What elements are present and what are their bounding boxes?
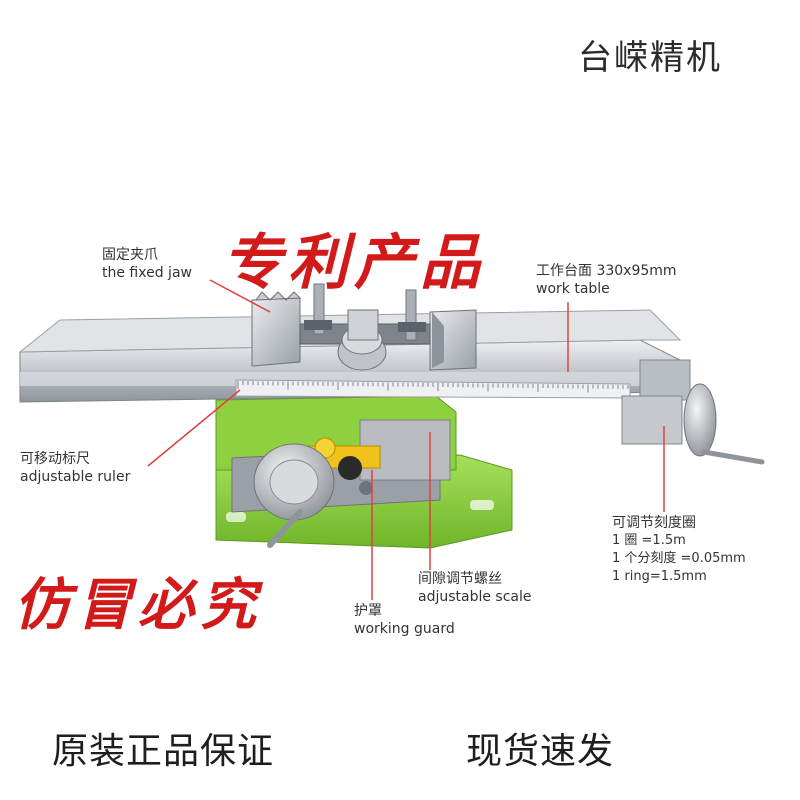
leader-ruler xyxy=(147,389,241,467)
label-guard-en: working guard xyxy=(354,621,455,637)
fixed-jaw xyxy=(251,291,302,367)
label-guard-zh: 护罩 xyxy=(354,603,382,619)
label-ruler-zh: 可移动标尺 xyxy=(20,451,90,467)
side-handwheel xyxy=(621,383,765,465)
label-adjustable-scale: 间隙调节螺丝 adjustable scale xyxy=(418,570,532,606)
label-dial-line3: 1 ring=1.5mm xyxy=(612,569,707,584)
slogan-genuine: 原装正品保证 xyxy=(52,731,275,772)
label-work-table-zh: 工作台面 330x95mm xyxy=(536,263,677,279)
movable-jaw xyxy=(429,309,477,371)
label-work-table-en: work table xyxy=(536,281,610,297)
leader-fixed-jaw xyxy=(209,279,271,313)
label-scale-zh: 间隙调节螺丝 xyxy=(418,571,502,587)
label-adjustable-ruler: 可移动标尺 adjustable ruler xyxy=(20,450,130,486)
label-working-guard: 护罩 working guard xyxy=(354,602,455,638)
label-dial-line2: 1 个分刻度 =0.05mm xyxy=(612,551,746,566)
slogan-fast-shipping: 现货速发 xyxy=(466,731,615,772)
brand-name: 台嵘精机 xyxy=(578,38,722,78)
front-handwheel xyxy=(253,443,373,548)
label-ruler-en: adjustable ruler xyxy=(20,469,131,485)
label-scale-en: adjustable scale xyxy=(418,589,532,605)
anti-fake-stamp: 仿冒必究 xyxy=(14,572,262,638)
label-fixed-jaw: 固定夹爪 the fixed jaw xyxy=(102,246,192,282)
vise-screw xyxy=(299,283,431,371)
label-dial-zh: 可调节刻度圈 xyxy=(612,515,696,531)
patent-stamp: 专利产品 xyxy=(222,228,486,298)
label-dial-line1: 1 圈 =1.5m xyxy=(612,533,686,548)
label-fixed-jaw-zh: 固定夹爪 xyxy=(102,247,158,263)
ruler xyxy=(235,379,631,399)
leader-lines xyxy=(147,279,665,600)
label-fixed-jaw-en: the fixed jaw xyxy=(102,265,192,281)
label-dial: 可调节刻度圈 1 圈 =1.5m 1 个分刻度 =0.05mm 1 ring=1… xyxy=(612,514,746,586)
label-work-table: 工作台面 330x95mm work table xyxy=(536,262,677,298)
